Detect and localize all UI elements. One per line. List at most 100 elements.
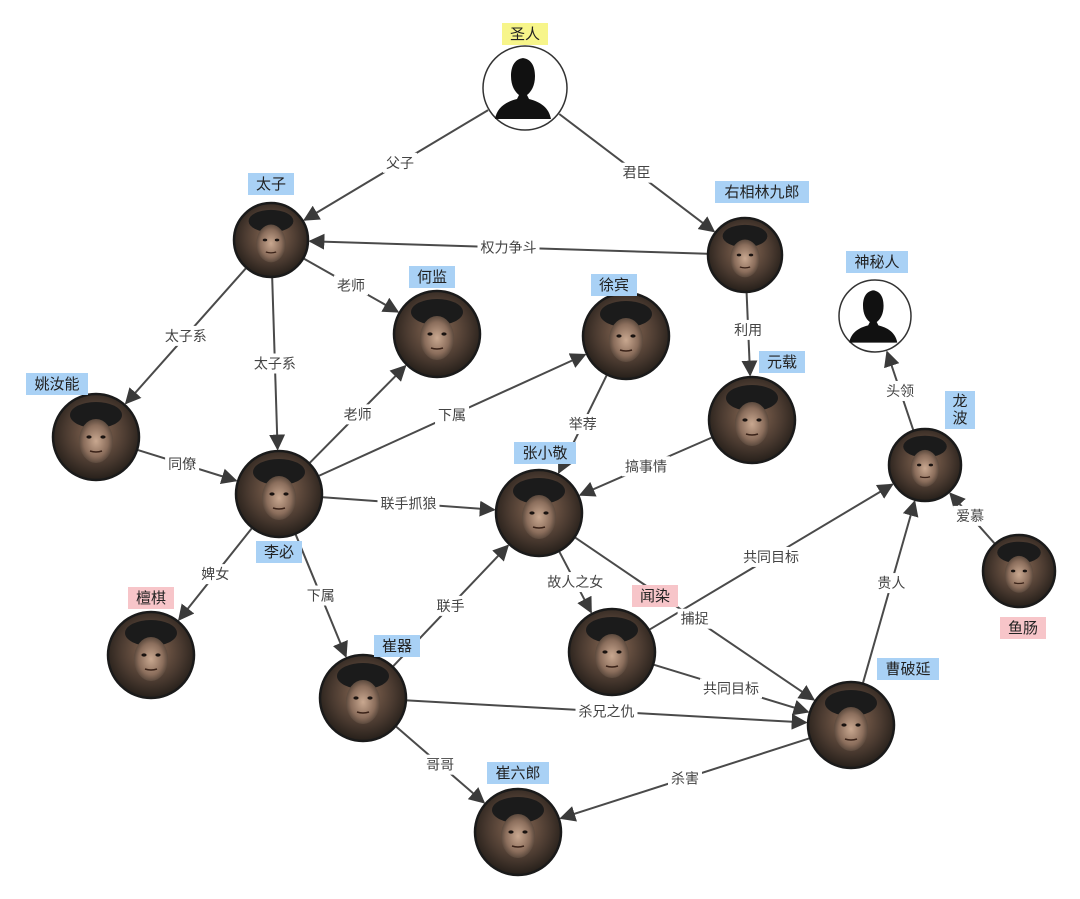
portrait-face [730, 239, 760, 278]
node-longbo[interactable]: 龙波 [887, 391, 975, 503]
node-label: 神秘人 [854, 253, 899, 271]
edge-label: 联手 [437, 599, 465, 615]
edge-label-background [565, 414, 600, 435]
node-label-box [632, 585, 678, 607]
portrait-eye [283, 492, 289, 496]
node-youxiang[interactable]: 右相林九郎 [706, 181, 809, 294]
portrait-face [262, 476, 296, 520]
edge-label: 父子 [386, 156, 414, 172]
edge-label: 下属 [438, 408, 466, 424]
portrait-icon [722, 224, 768, 248]
node-caopoyan[interactable]: 曹破延 [806, 658, 939, 770]
node-label-box [502, 23, 548, 45]
edge-label: 头领 [886, 384, 914, 400]
node-libi[interactable]: 李必 [234, 449, 324, 563]
node-tanqi[interactable]: 檀棋 [106, 587, 196, 700]
edge-label: 太子系 [165, 329, 207, 345]
edge-label: 搞事情 [625, 459, 667, 475]
edge-label-background [303, 585, 338, 606]
edge-label: 老师 [337, 278, 365, 294]
node-label-box [759, 351, 805, 373]
portrait-eye [841, 723, 847, 727]
edge-label: 婢女 [201, 566, 229, 583]
portrait-eye [262, 238, 268, 242]
node-zhangxiaojing[interactable]: 张小敬 [494, 442, 584, 558]
edge-label: 哥哥 [426, 758, 454, 774]
portrait-mouth [511, 845, 525, 848]
portrait-mouth [532, 526, 546, 529]
edge-label-background [433, 595, 468, 616]
node-label: 闻染 [640, 587, 670, 605]
portrait-icon [586, 617, 638, 643]
edge-label: 共同目标 [703, 681, 759, 697]
portrait-icon [513, 478, 565, 504]
node-hejian[interactable]: 何监 [392, 266, 482, 379]
edge-label-background [575, 701, 638, 722]
node-label-box [409, 266, 455, 288]
node-label: 张小敬 [522, 444, 567, 462]
portrait-eye [508, 830, 514, 834]
edge-label-background [874, 573, 909, 594]
portrait-eye [916, 463, 922, 467]
portrait-eye [742, 418, 748, 422]
node-label-box [248, 173, 294, 195]
node-wenran[interactable]: 闻染 [567, 585, 678, 697]
portrait-eye [748, 253, 754, 257]
node-yaorulneng[interactable]: 姚汝能 [26, 373, 141, 482]
node-label: 曹破延 [885, 660, 930, 678]
portrait-face [609, 318, 643, 362]
node-label: 檀棋 [136, 589, 166, 607]
portrait-face [420, 316, 454, 360]
node-shenmiren[interactable]: 神秘人 [838, 251, 912, 353]
edge-label: 爱慕 [956, 509, 984, 525]
edge-label-background [377, 493, 440, 514]
edge-label: 举荐 [569, 417, 597, 433]
edge-label-background [382, 152, 417, 173]
edge-label-background [340, 404, 375, 425]
portrait-eye [1010, 569, 1016, 573]
portrait-icon [726, 385, 778, 411]
portrait-icon [600, 301, 652, 327]
portrait-icon [125, 620, 177, 646]
node-cuiqi[interactable]: 崔器 [318, 635, 420, 743]
portrait-mouth [272, 507, 286, 510]
node-yuanzai[interactable]: 元载 [707, 351, 805, 465]
edge-label-background [953, 505, 988, 526]
node-cuiliulang[interactable]: 崔六郎 [473, 762, 563, 877]
node-shengren[interactable]: 圣人 [482, 23, 568, 131]
edge-label: 共同目标 [743, 550, 799, 566]
node-label: 何监 [417, 268, 447, 286]
portrait-mouth [844, 738, 858, 741]
edge-label: 杀害 [671, 771, 699, 787]
node-yuchang[interactable]: 鱼肠 [981, 533, 1057, 639]
node-label-box [1000, 617, 1046, 639]
node-label-box [514, 442, 576, 464]
edge-label: 太子系 [254, 357, 296, 373]
edge-label: 贵人 [877, 576, 905, 592]
portrait-face [346, 680, 380, 724]
edge-label: 君臣 [623, 166, 651, 182]
edge-label-background [250, 353, 299, 374]
portrait-eye [427, 332, 433, 336]
portrait-eye [155, 653, 161, 657]
node-label-box [26, 373, 88, 395]
portrait-mouth [144, 668, 158, 671]
node-label-box [374, 635, 420, 657]
portrait-eye [522, 830, 528, 834]
edge-label: 同僚 [168, 457, 196, 473]
portrait-icon [825, 690, 877, 716]
portrait-face [256, 224, 286, 263]
node-xubin[interactable]: 徐宾 [581, 274, 671, 381]
portrait-icon [337, 663, 389, 689]
silhouette-icon [849, 290, 898, 343]
node-label: 李必 [264, 543, 294, 561]
node-taizi[interactable]: 太子 [232, 173, 310, 279]
portrait-eye [367, 696, 373, 700]
portrait-icon [903, 435, 947, 458]
node-label: 波 [952, 409, 967, 427]
portrait-mouth [605, 665, 619, 668]
node-label: 元载 [767, 353, 797, 371]
portrait-face [79, 419, 113, 463]
